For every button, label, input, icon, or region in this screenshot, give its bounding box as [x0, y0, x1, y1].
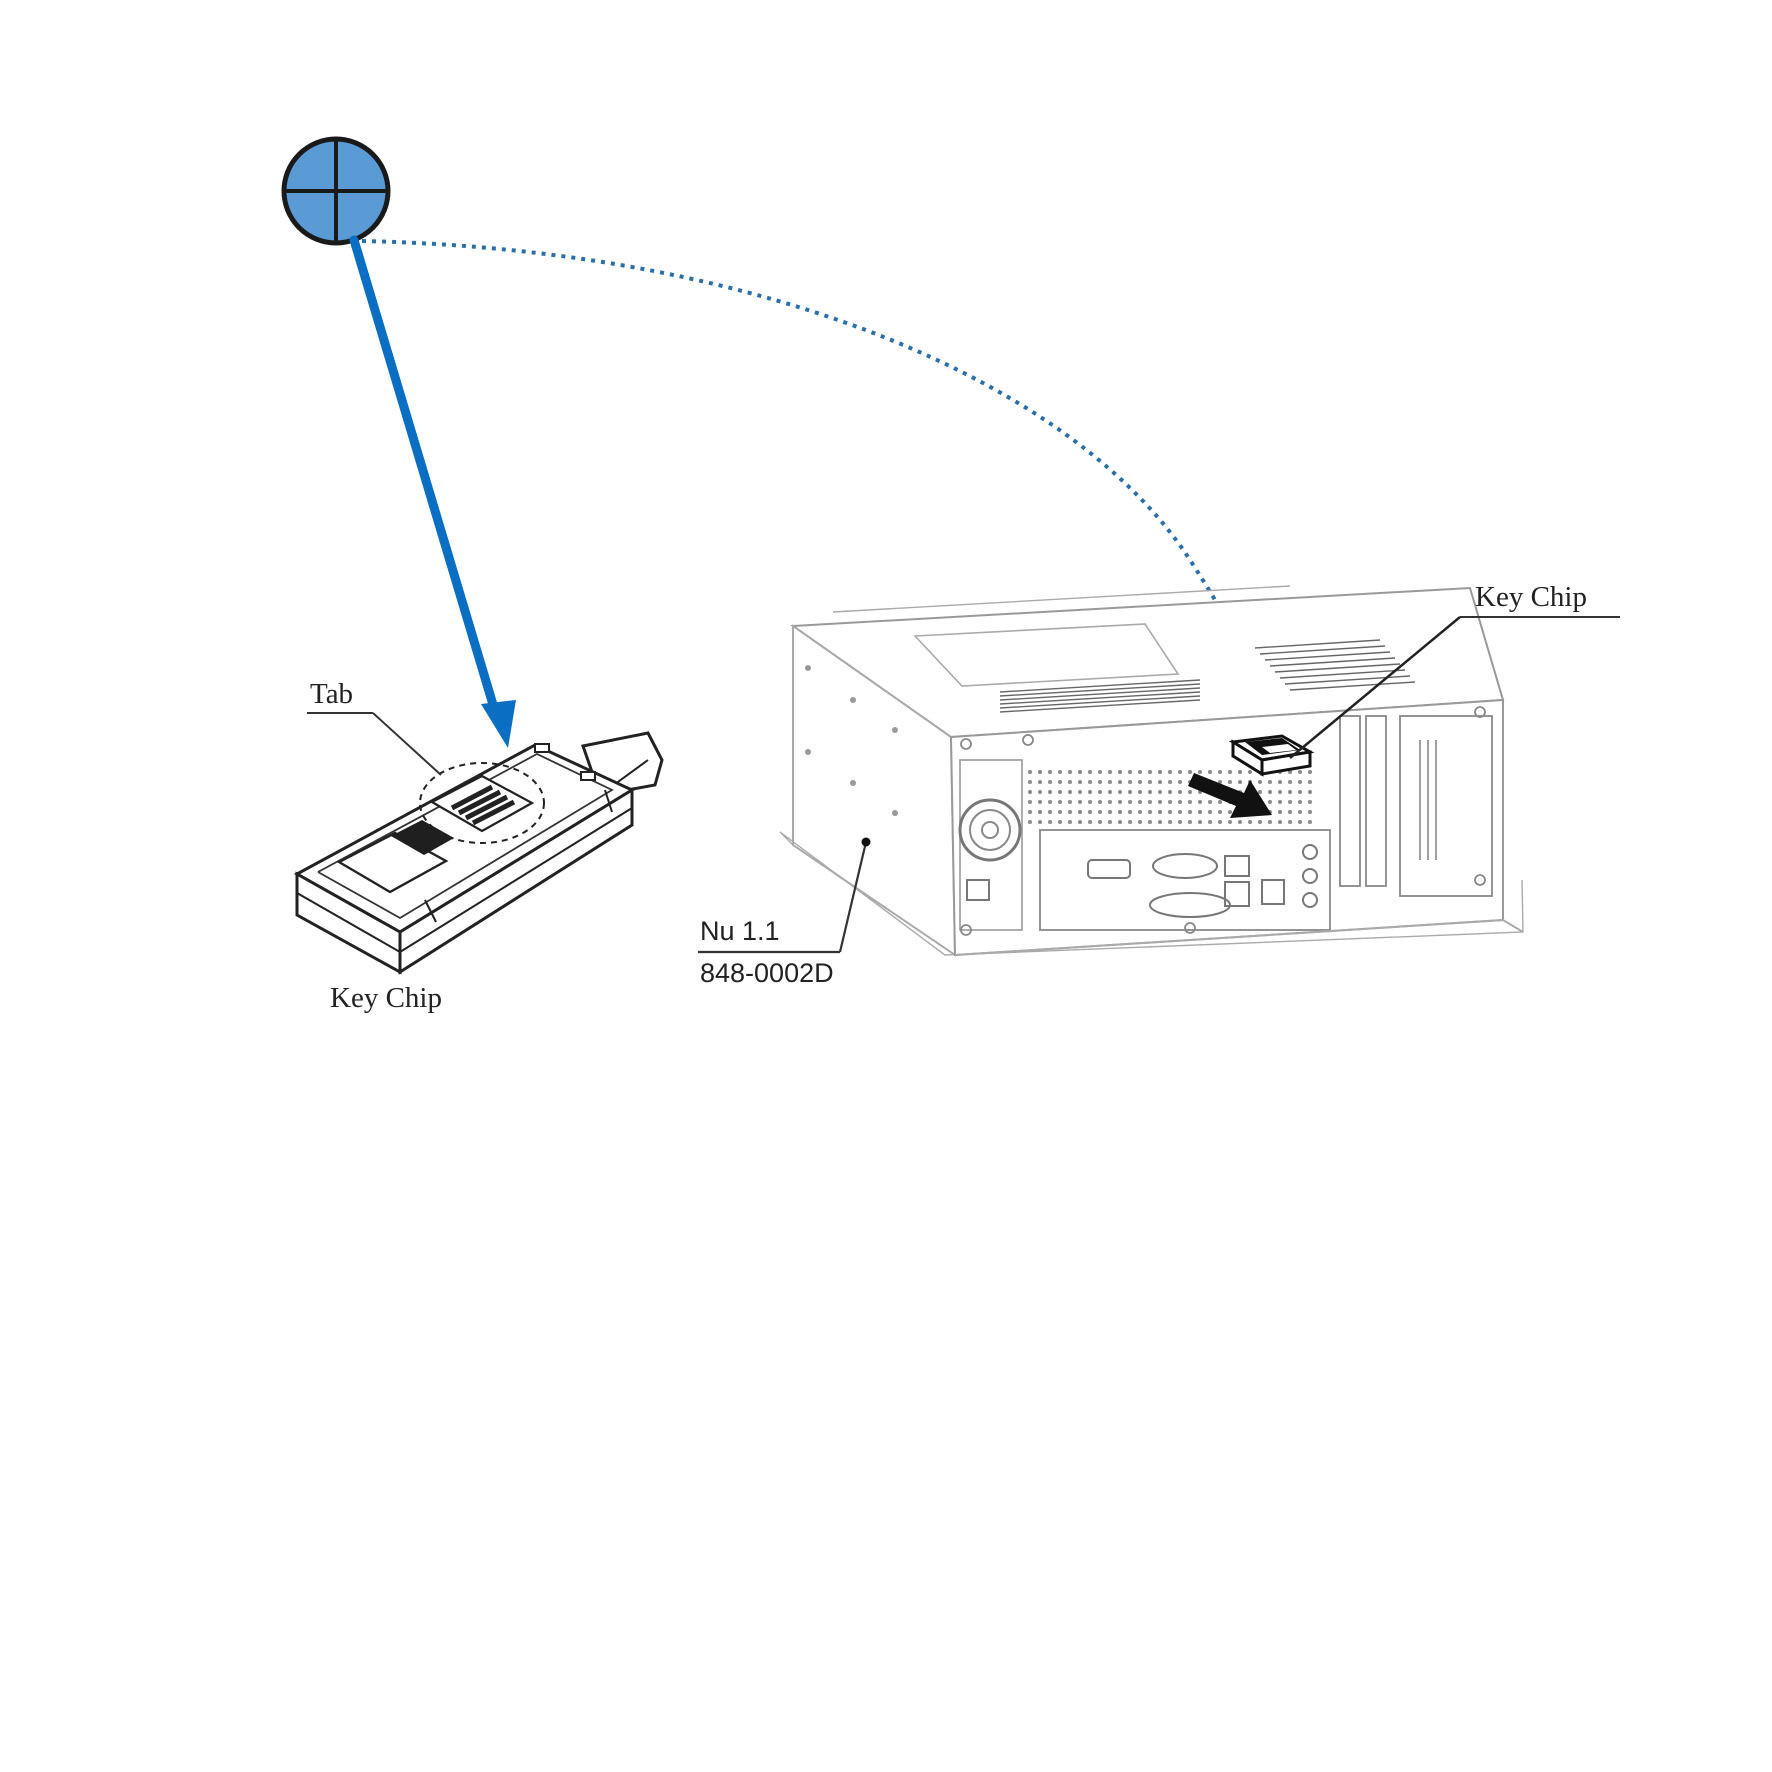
key-chip-illustration	[293, 731, 664, 975]
key-chip-label-right: Key Chip	[1475, 581, 1587, 613]
key-chip-caption: Key Chip	[330, 982, 442, 1014]
tab-callout	[307, 712, 442, 776]
model-name-label: Nu 1.1	[700, 916, 780, 946]
model-number-label: 848-0002D	[700, 958, 834, 988]
tab-label: Tab	[310, 678, 353, 710]
installed-key-chip	[1228, 734, 1315, 777]
key-chip-callout	[1289, 616, 1620, 759]
device-illustration	[779, 585, 1524, 957]
removal-arrow-icon	[1188, 773, 1272, 818]
crosshair-circle-icon	[281, 136, 391, 246]
model-callout	[698, 837, 871, 954]
down-arrow-icon	[349, 235, 516, 748]
